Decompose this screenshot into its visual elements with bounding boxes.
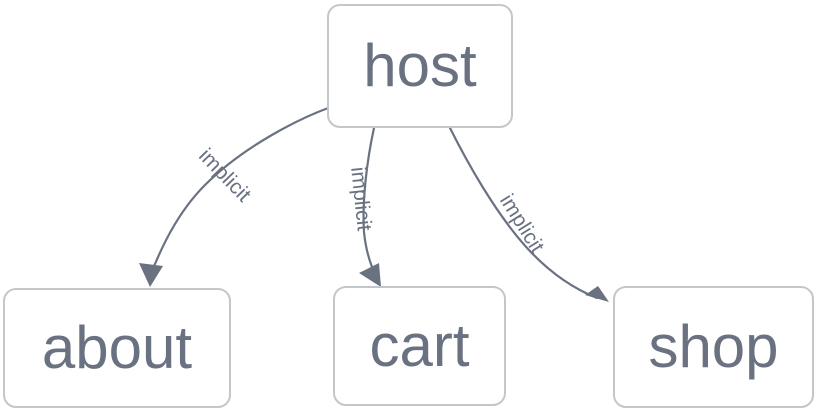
edge-host-about-arrowhead	[139, 263, 163, 287]
edge-host-about[interactable]: implicit	[139, 105, 333, 287]
edge-host-shop-arrowhead	[585, 286, 609, 302]
node-about[interactable]: about	[3, 288, 231, 408]
edge-host-shop-path	[448, 126, 599, 300]
node-cart-label: cart	[369, 312, 470, 379]
edge-host-cart-path	[362, 126, 378, 278]
node-cart[interactable]: cart	[333, 286, 506, 406]
edge-host-cart[interactable]: implicit	[346, 126, 381, 287]
node-host[interactable]: host	[327, 4, 513, 128]
edge-host-about-label: implicit	[194, 144, 255, 206]
edge-host-cart-label: implicit	[346, 166, 376, 232]
node-about-label: about	[41, 314, 193, 381]
node-shop[interactable]: shop	[613, 286, 814, 408]
edge-host-shop-label: implicit	[495, 190, 549, 257]
node-shop-label: shop	[648, 313, 779, 380]
edge-host-cart-arrowhead	[359, 263, 381, 287]
edge-host-about-path	[148, 105, 333, 278]
node-host-label: host	[363, 32, 477, 99]
edge-host-shop[interactable]: implicit	[448, 126, 609, 302]
